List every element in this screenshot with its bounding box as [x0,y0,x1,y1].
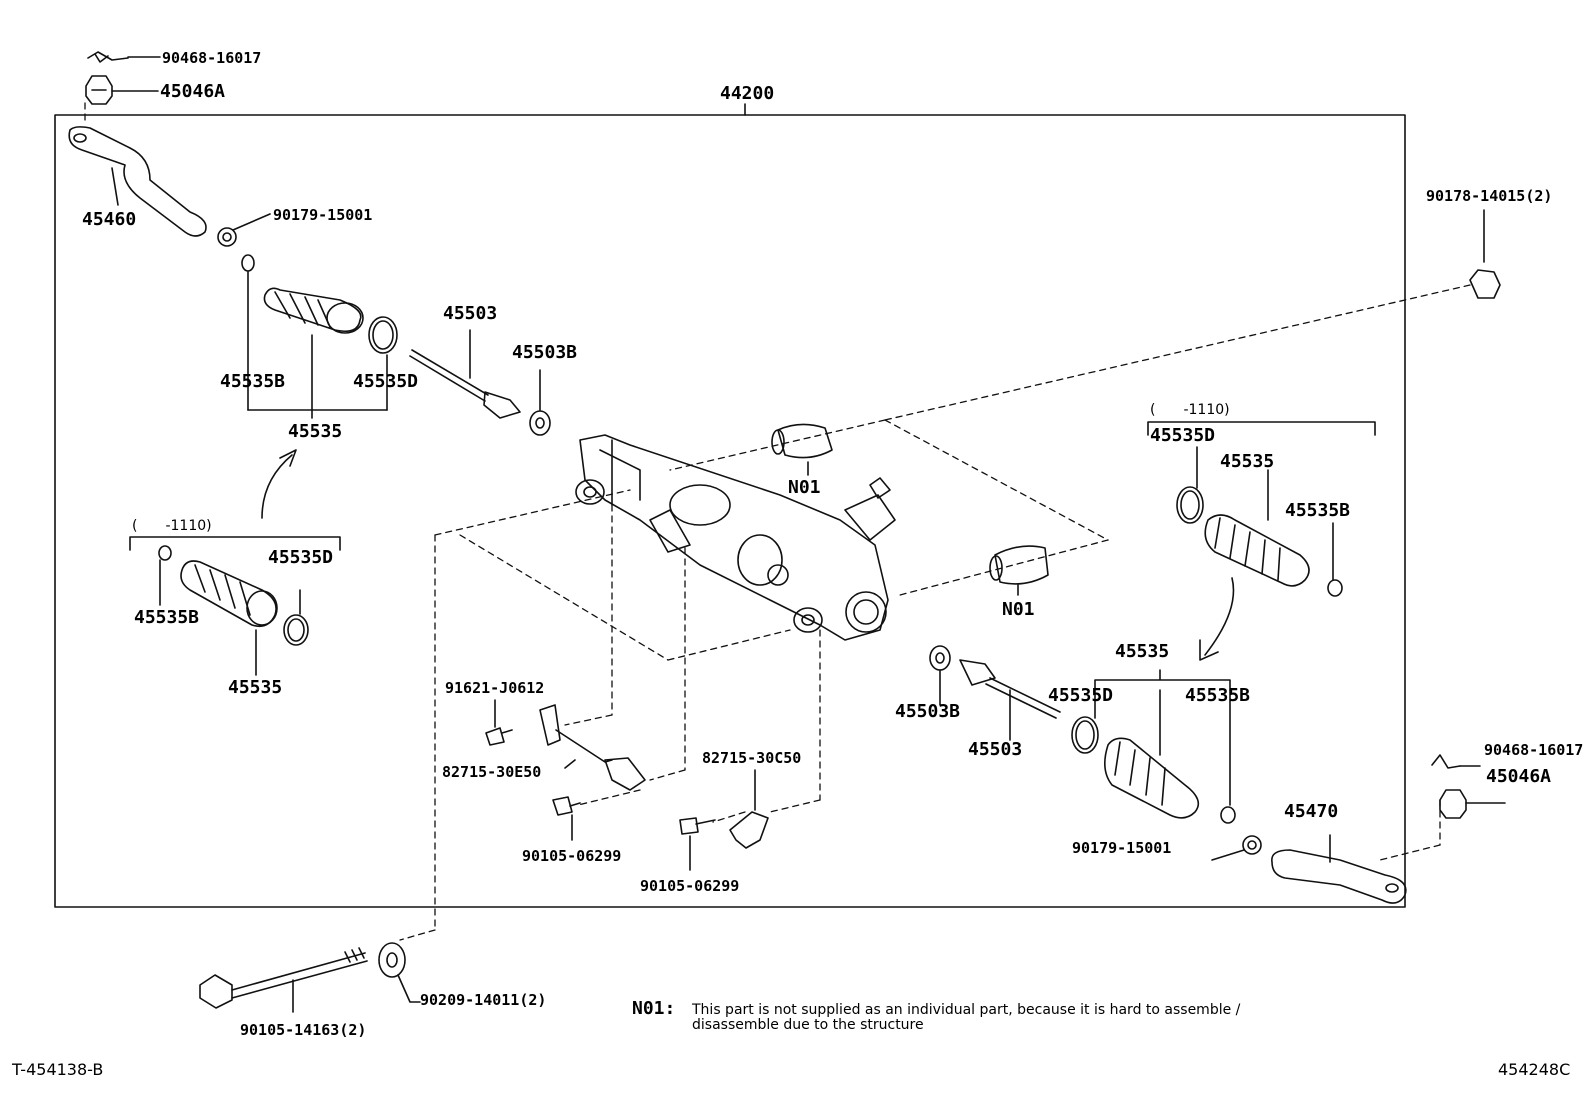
right-washer-icon [929,645,951,706]
right-tie-rod-end-icon [1271,834,1407,904]
top-bush-icon [771,423,833,476]
left-boot-icon [263,287,364,411]
center-bolt-c-icon [679,817,716,871]
right-boot-clip-b-label: 45535B [1185,685,1251,706]
right-boot-assy-label: 45535 [1115,641,1170,662]
left-boot-clip-d-icon [368,316,398,411]
left-tie-rod-end-label: 45460 [82,209,137,230]
left-alt-boot-clip-d-label: 45535D [268,547,334,568]
right-bush-icon [989,545,1049,596]
bracket-icon [729,769,769,849]
right-far-nut-icon [1469,209,1501,299]
sensor-icon [539,704,646,791]
left-nut-icon [85,75,159,105]
left-alt-boot-clip-b-label: 45535B [134,607,200,628]
right-clip-label: 90468-16017 [1484,741,1584,759]
left-clip-label: 90468-16017 [162,49,262,67]
footer-right-id: 454248C [1498,1060,1571,1079]
right-alt-boot-assy-label: 45535 [1220,451,1275,472]
right-boot-clip-d-label: 45535D [1048,685,1114,706]
assembly-number: 44200 [720,83,775,104]
bottom-washer-icon [378,942,421,1003]
bolt-c-label: 90105-06299 [640,877,740,895]
right-nut-label: 45046A [1486,766,1552,787]
left-small-nut-label: 90179-15001 [273,206,373,224]
left-washer-label: 45503B [512,342,578,363]
right-bracket-range: ( -1110) [1150,402,1230,418]
left-boot-assy-label: 45535 [288,421,343,442]
left-bracket-range: ( -1110) [132,518,212,534]
bolt-a-label: 91621-J0612 [445,679,545,697]
left-boot-bracket [247,409,388,419]
assembly-frame [54,114,1406,908]
right-alt-boot-clip-d-label: 45535D [1150,425,1216,446]
left-boot-clip-d-label: 45535D [353,371,419,392]
right-washer-label: 45503B [895,701,961,722]
left-tie-rod-label: 45503 [443,303,498,324]
left-tie-rod-icon [409,329,521,419]
left-alt-boot-assy-label: 45535 [228,677,283,698]
right-nut-icon [1439,789,1506,819]
right-alt-bracket [1147,421,1376,436]
bottom-washer-label: 90209-14011(2) [420,991,547,1009]
note-line-2: disassemble due to the structure [692,1017,924,1033]
sensor-label: 82715-30E50 [442,763,542,781]
left-alt-bracket [129,536,341,551]
note-code: N01: [632,998,676,1019]
left-washer-icon [529,369,551,436]
left-nut-label: 45046A [160,81,226,102]
right-far-nut-label: 90178-14015(2) [1426,187,1553,205]
left-clip-icon [87,51,161,63]
right-alt-boot-icon [1176,446,1343,597]
right-boot-icon [1071,689,1236,824]
bolt-b-label: 90105-06299 [522,847,622,865]
top-bush-label: N01 [788,477,821,498]
right-tie-rod-end-label: 45470 [1284,801,1339,822]
right-small-nut-label: 90179-15001 [1072,839,1172,857]
center-bolt-b-icon [552,796,581,841]
left-tie-rod-end-icon [68,126,207,237]
footer-left-id: T-454138-B [12,1060,104,1079]
left-small-nut-icon [217,213,271,247]
right-down-arrow [1199,577,1235,661]
steering-rack-housing [575,434,896,641]
alignment-lines [84,99,1471,941]
right-tie-rod-label: 45503 [968,739,1023,760]
center-bolt-a-icon [485,699,513,746]
right-clip-icon [1431,754,1481,769]
left-boot-clip-b-icon [241,254,255,411]
left-boot-clip-b-label: 45535B [220,371,286,392]
right-small-nut-icon [1211,835,1262,861]
long-bolt-icon [199,947,368,1013]
bracket-label: 82715-30C50 [702,749,802,767]
left-up-arrow [261,449,297,519]
note-line-1: This part is not supplied as an individu… [692,1002,1241,1018]
right-tie-rod-icon [959,659,1061,741]
right-bush-label: N01 [1002,599,1035,620]
left-alt-boot-icon [158,545,309,676]
long-bolt-label: 90105-14163(2) [240,1021,367,1039]
right-alt-boot-clip-b-label: 45535B [1285,500,1351,521]
right-boot-bracket [1094,669,1231,691]
